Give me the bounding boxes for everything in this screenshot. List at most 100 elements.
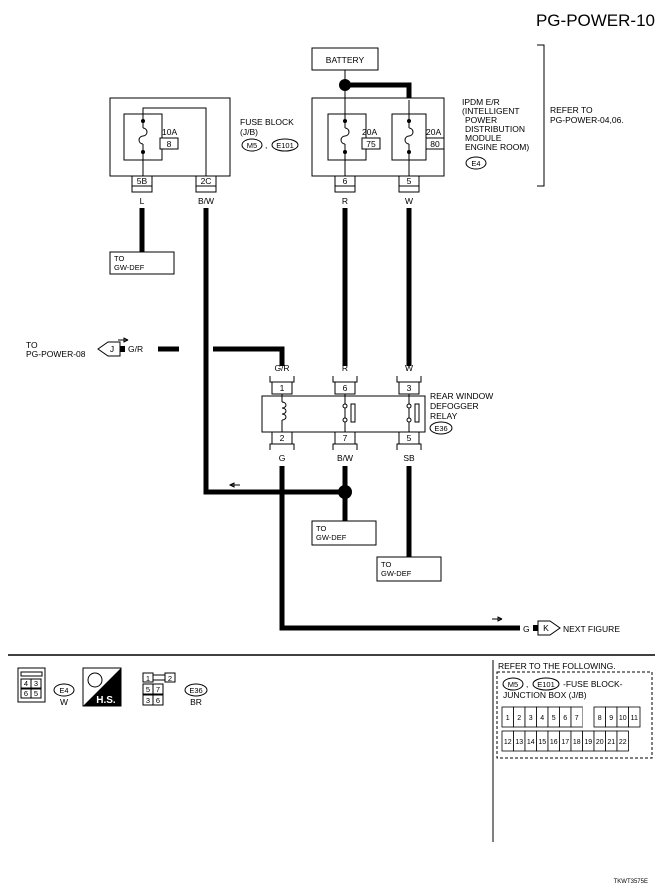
- refer-following-title: REFER TO THE FOLLOWING.: [498, 661, 616, 671]
- jb-pin-label: 15: [538, 739, 546, 746]
- to-pg08-line2: PG-POWER-08: [26, 349, 86, 359]
- jb-pin-label: 5: [552, 715, 556, 722]
- jb-pin-label: 16: [550, 739, 558, 746]
- ipdm-line5: MODULE: [465, 133, 502, 143]
- to-pg08-line1: TO: [26, 340, 38, 350]
- ipdm-line6: ENGINE ROOM): [465, 142, 529, 152]
- jb-pin-label: 13: [515, 739, 523, 746]
- jb-pin-label: 22: [619, 739, 627, 746]
- e36-pin-4: 7: [156, 685, 160, 694]
- jb-pin-label: 17: [561, 739, 569, 746]
- fuse-block-conn-b: E101: [276, 141, 294, 150]
- refer-desc1: -FUSE BLOCK-: [563, 679, 623, 689]
- relay-top-pin-2: 6: [343, 383, 348, 393]
- e4-pin-d: 5: [34, 689, 38, 698]
- junction-dot: [338, 485, 352, 499]
- e36-pin-1: 1: [146, 674, 150, 683]
- relay-line1: REAR WINDOW: [430, 391, 493, 401]
- gw-def-box-mid: TO GW-DEF: [311, 520, 377, 546]
- jb-pin-label: 1: [506, 715, 510, 722]
- gw-def-box-top: TO GW-DEF: [109, 251, 175, 275]
- gw-def-bottom-line1: TO: [381, 560, 391, 569]
- gw-def-mid-line2: GW-DEF: [316, 533, 347, 542]
- e36-color: BR: [190, 697, 202, 707]
- relay-bottom-pin-2: 7: [343, 433, 348, 443]
- refer-conn-b: E101: [537, 680, 555, 689]
- battery-label: BATTERY: [326, 55, 365, 65]
- e4-pin-b: 3: [34, 679, 38, 688]
- ipdm-line4: DISTRIBUTION: [465, 124, 525, 134]
- jb-pin-label: 6: [563, 715, 567, 722]
- arrow-right-icon: [118, 337, 129, 343]
- jb-pin-label: 3: [529, 715, 533, 722]
- jb-pin-label: 19: [584, 739, 592, 746]
- ipdm-fuse2-no: 80: [430, 139, 440, 149]
- relay-conn: E36: [434, 424, 447, 433]
- relay-bottom-pin-1: 2: [280, 433, 285, 443]
- refer-following-panel: REFER TO THE FOLLOWING. M5 , E101 -FUSE …: [496, 661, 653, 759]
- jb-pin-label: 12: [504, 739, 512, 746]
- ipdm-module: 20A 75 20A 80 IPDM E/R (INTELLIGENT POWE…: [311, 97, 529, 206]
- ipdm-fuse1-amp: 20A: [362, 127, 377, 137]
- jb-pin-label: 2: [517, 715, 521, 722]
- next-figure-label: NEXT FIGURE: [563, 624, 620, 634]
- e36-conn: E36: [189, 686, 202, 695]
- jb-pin-label: 21: [607, 739, 615, 746]
- relay-top-wire-2: R: [342, 363, 348, 373]
- legend-e4-connector: 4 3 6 5 E4 W: [17, 667, 75, 707]
- fuse-block-wire-right: B/W: [198, 196, 214, 206]
- relay-line2: DEFOGGER: [430, 401, 479, 411]
- jb-pin-cell: [582, 707, 594, 727]
- fuse-block-subname: (J/B): [240, 127, 258, 137]
- to-pg08-wire: G/R: [128, 344, 143, 354]
- refer-conn-a: M5: [508, 680, 518, 689]
- gw-def-top-line1: TO: [114, 254, 124, 263]
- hs-icon: H.S.: [82, 667, 122, 707]
- jb-pin-label: 11: [631, 715, 638, 722]
- e36-pin-2: 2: [168, 674, 172, 683]
- e4-color: W: [60, 697, 68, 707]
- jb-pin-label: 20: [596, 739, 604, 746]
- relay-bottom-wire-3: SB: [403, 453, 415, 463]
- refer-conn-sep: ,: [526, 679, 528, 689]
- jb-pin-label: 7: [575, 715, 579, 722]
- ipdm-pin2: 5: [407, 176, 412, 186]
- fuse-block-conn-a: M5: [247, 141, 257, 150]
- relay-top-pin-1: 1: [280, 383, 285, 393]
- arrow-right-icon: [492, 616, 503, 622]
- relay-top-pin-3: 3: [407, 383, 412, 393]
- legend-e36-connector: 1 2 5 7 3 6 E36 BR: [142, 672, 208, 707]
- jb-pin-cell: [628, 706, 641, 728]
- gw-def-top-line2: GW-DEF: [114, 263, 145, 272]
- hs-label: H.S.: [96, 695, 116, 706]
- gw-def-bottom-line2: GW-DEF: [381, 569, 412, 578]
- e4-pin-c: 6: [24, 689, 28, 698]
- gw-def-mid-line1: TO: [316, 524, 326, 533]
- next-figure-connector: G K NEXT FIGURE: [523, 620, 620, 636]
- e36-pin-6: 6: [156, 696, 160, 705]
- e4-pin-a: 4: [24, 679, 28, 688]
- relay-top-wire-1: G/R: [274, 363, 289, 373]
- refer-desc2: JUNCTION BOX (J/B): [503, 690, 587, 700]
- fuse-block-name: FUSE BLOCK: [240, 117, 294, 127]
- fuse-block-pin-right: 2C: [201, 176, 212, 186]
- fuse-block-wire-left: L: [140, 196, 145, 206]
- relay-top-wire-3: W: [405, 363, 413, 373]
- fuse-block-fuse-amp: 10A: [162, 127, 177, 137]
- relay-bottom-pin-3: 5: [407, 433, 412, 443]
- refer-power-bracket: REFER TO PG-POWER-04,06.: [537, 44, 624, 187]
- wires: [139, 208, 520, 631]
- next-figure-conn-letter: K: [543, 623, 549, 633]
- figure-code: TKWT3575E: [614, 879, 648, 885]
- ipdm-line1: IPDM E/R: [462, 97, 500, 107]
- jb-pin-label: 8: [598, 715, 602, 722]
- ipdm-conn: E4: [471, 159, 480, 168]
- battery: BATTERY: [311, 47, 412, 100]
- fuse-block: 10A 8 FUSE BLOCK (J/B) M5 , E101 5B 2C L…: [109, 97, 299, 206]
- ipdm-line2: (INTELLIGENT: [462, 106, 520, 116]
- to-pg-power-08: TO PG-POWER-08 J G/R: [26, 340, 143, 359]
- next-figure-wire: G: [523, 624, 530, 634]
- e36-pin-3: 5: [146, 685, 150, 694]
